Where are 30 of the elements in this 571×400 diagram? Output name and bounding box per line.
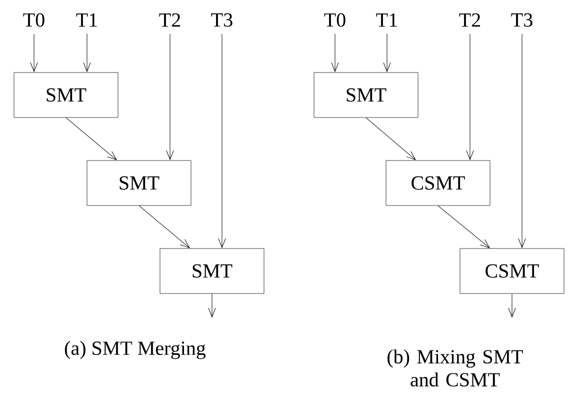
- process-box: SMT: [14, 72, 118, 118]
- arrow: [218, 34, 226, 248]
- arrow: [508, 293, 516, 318]
- arrow: [383, 34, 391, 72]
- thread-label: T1: [376, 13, 397, 27]
- arrow: [331, 34, 339, 72]
- arrow: [466, 34, 474, 160]
- arrow: [138, 205, 190, 248]
- arrow: [66, 117, 117, 160]
- process-box: SMT: [314, 72, 418, 118]
- arrow: [208, 293, 216, 318]
- arrow: [366, 117, 416, 160]
- arrow: [83, 34, 91, 72]
- thread-label: T3: [211, 13, 232, 27]
- thread-label: T0: [324, 13, 346, 27]
- arrow: [166, 34, 174, 160]
- thread-label: T2: [459, 13, 480, 27]
- caption: (b) Mixing SMT and CSMT: [388, 349, 523, 387]
- process-box: CSMT: [386, 160, 490, 206]
- arrow: [30, 34, 38, 72]
- arrow: [438, 205, 490, 248]
- arrow: [518, 34, 526, 248]
- caption: (a) SMT Merging: [64, 340, 206, 360]
- thread-label: T0: [23, 13, 44, 27]
- thread-label: T2: [159, 13, 180, 27]
- thread-label: T3: [511, 13, 532, 27]
- process-box: SMT: [86, 160, 192, 206]
- process-box: CSMT: [460, 248, 564, 294]
- thread-label: T1: [76, 13, 97, 27]
- process-box: SMT: [160, 248, 264, 294]
